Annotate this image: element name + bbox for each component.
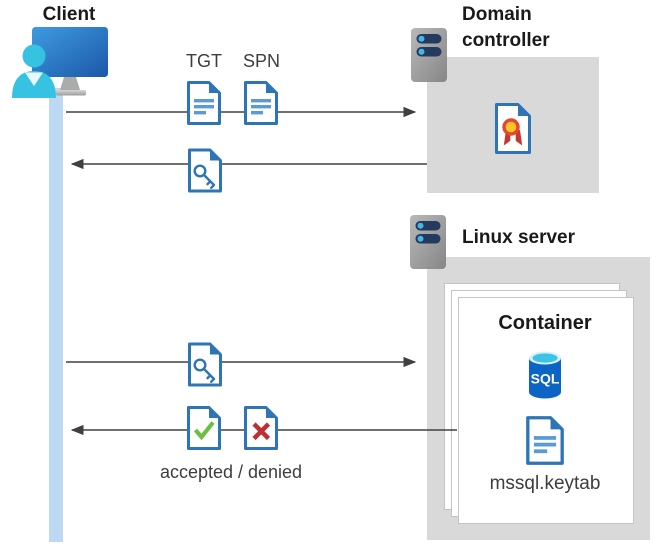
person-icon xyxy=(12,44,56,98)
container-card-front xyxy=(458,297,634,524)
spn-document-icon xyxy=(244,81,278,125)
tgt-label: TGT xyxy=(186,51,222,71)
linux-server-label: Linux server xyxy=(462,227,575,248)
keytab-document-icon xyxy=(526,416,564,465)
tgt-document-icon xyxy=(187,81,221,125)
domain-controller-label: Domain controller xyxy=(462,4,550,51)
spn-label: SPN xyxy=(243,51,281,71)
key-ticket-icon-response xyxy=(188,148,222,193)
certificate-icon xyxy=(495,103,531,154)
server-icon-linux xyxy=(410,215,446,269)
keytab-label: mssql.keytab xyxy=(489,473,601,494)
client-lifeline xyxy=(49,88,63,542)
monitor-icon xyxy=(32,27,108,96)
accepted-denied-label: accepted / denied xyxy=(159,462,303,482)
accepted-check-document-icon xyxy=(187,406,221,450)
sql-database-icon: SQL xyxy=(529,351,561,399)
container-label: Container xyxy=(498,312,592,334)
sql-database-label: SQL xyxy=(531,371,560,387)
denied-cross-document-icon xyxy=(244,406,278,450)
server-icon-domain-controller xyxy=(411,28,447,82)
client-icon xyxy=(12,27,108,98)
client-label: Client xyxy=(42,4,96,25)
key-ticket-icon-request xyxy=(188,342,222,387)
